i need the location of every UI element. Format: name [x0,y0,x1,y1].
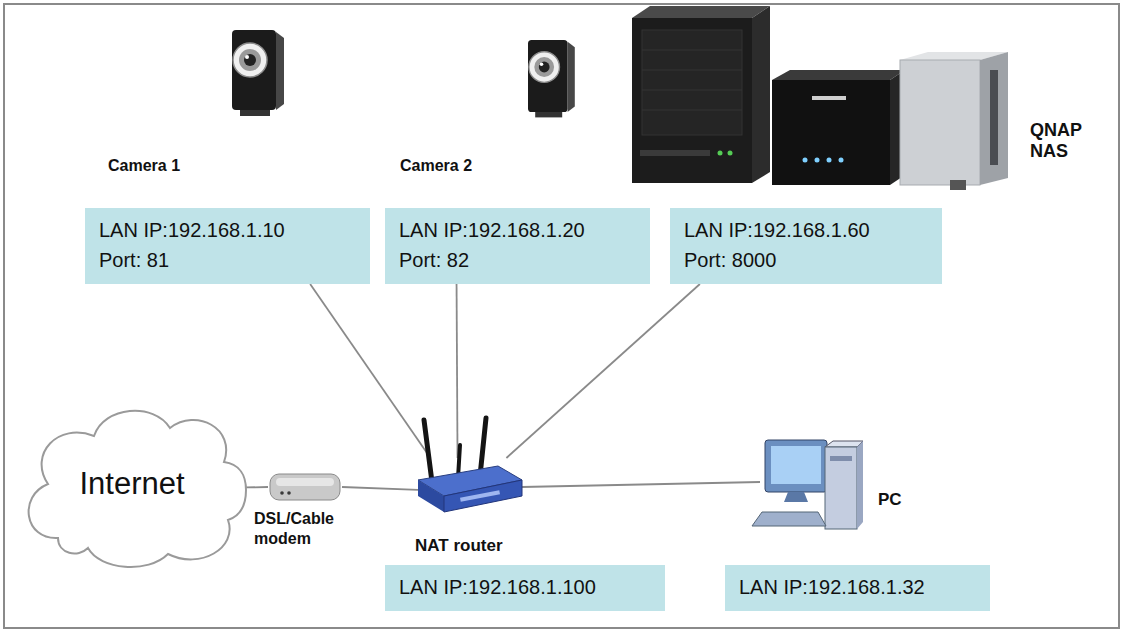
camera-side [568,42,575,112]
tower-top [825,441,863,447]
camera-body [528,40,568,112]
nas-led [803,158,808,163]
ip-box: LAN IP:192.168.1.100 [385,565,665,611]
router-side [418,480,444,512]
camera-lens [239,49,261,71]
ip-text: LAN IP:192.168.1.100 [399,572,651,602]
network-cable [522,482,760,487]
grille-line [642,90,742,91]
cloud-label: Internet [79,466,184,502]
monitor-stand [784,492,808,502]
router-node: NAT router [418,458,522,516]
nas-panel [640,150,710,156]
nas-side [980,52,1008,185]
nas-front [772,80,890,185]
pc-tower [825,447,857,529]
camera-icon [232,30,284,116]
device-name: Camera 1 [108,155,218,176]
nas-led [718,151,723,156]
nas-side [752,6,770,183]
nas-stand [950,180,966,190]
frame [4,4,1119,628]
nas-logo [812,96,846,100]
nas-front [900,60,980,185]
modem-top [276,478,334,486]
monitor-screen [771,446,821,484]
router-icon [418,418,522,512]
router-antenna [480,418,486,476]
ip-text: Port: 81 [99,245,356,275]
modem-led [287,491,291,495]
camera-lens-center [244,54,256,66]
tower-side [857,441,863,529]
nas-top [632,6,770,18]
device-label: DSL/Cable modem [254,509,349,549]
modem-body [270,474,340,500]
network-cable [310,284,430,458]
network-cable [342,487,418,490]
camera-lens-ring [529,52,560,83]
monitor [765,440,827,492]
lens-highlight [245,55,249,59]
modem-node: DSL/Cable modem [268,472,342,502]
drive-bay [830,456,852,461]
ip-text: LAN IP:192.168.1.60 [684,215,928,245]
network-cable [456,284,459,458]
nas-grille [642,30,742,135]
internet-cloud: Internet [18,398,246,570]
ip-box: LAN IP:192.168.1.10Port: 81 [85,208,370,284]
nas-led [815,158,820,163]
ip-text: Port: 8000 [684,245,928,275]
ip-box: LAN IP:192.168.1.32 [725,565,990,611]
device-name: Camera 2 [400,155,510,176]
camera-body [232,30,276,110]
nas-illustration [632,6,1008,190]
nas-top [772,70,905,80]
nas-front [632,18,752,183]
ip-box: LAN IP:192.168.1.20Port: 82 [385,208,650,284]
device-name: QNAP NAS [1030,120,1092,162]
ip-text: LAN IP:192.168.1.20 [399,215,636,245]
keyboard [752,512,826,526]
device-label: PC [878,490,918,510]
ip-text: LAN IP:192.168.1.10 [99,215,356,245]
grille-line [642,50,742,51]
nas-led [839,158,844,163]
nas-led [827,158,832,163]
network-cable [506,284,700,458]
camera-lens-ring [233,43,267,77]
camera-side [276,32,284,110]
modem-icon [270,474,340,500]
camera-lens-center [539,62,550,73]
router-antenna [424,420,432,482]
grille-line [642,110,742,111]
pc-icon [752,440,863,529]
lens-highlight [540,63,544,67]
modem-led [280,491,284,495]
camera-stand [240,110,270,116]
device-label: NAT router [415,536,545,556]
grille-line [642,70,742,71]
camera-icon [528,40,575,117]
nas-stripe [990,70,998,165]
router-front [444,480,522,512]
cloud-shape [29,411,246,567]
nas-led [728,151,733,156]
camera-lens [534,57,554,77]
network-cable [246,486,268,488]
ip-text: LAN IP:192.168.1.32 [739,572,976,602]
ip-text: Port: 82 [399,245,636,275]
router-panel [460,490,500,502]
ip-box: LAN IP:192.168.1.60Port: 8000 [670,208,942,284]
pc-node: PC [760,432,860,532]
camera-stand [535,112,562,117]
